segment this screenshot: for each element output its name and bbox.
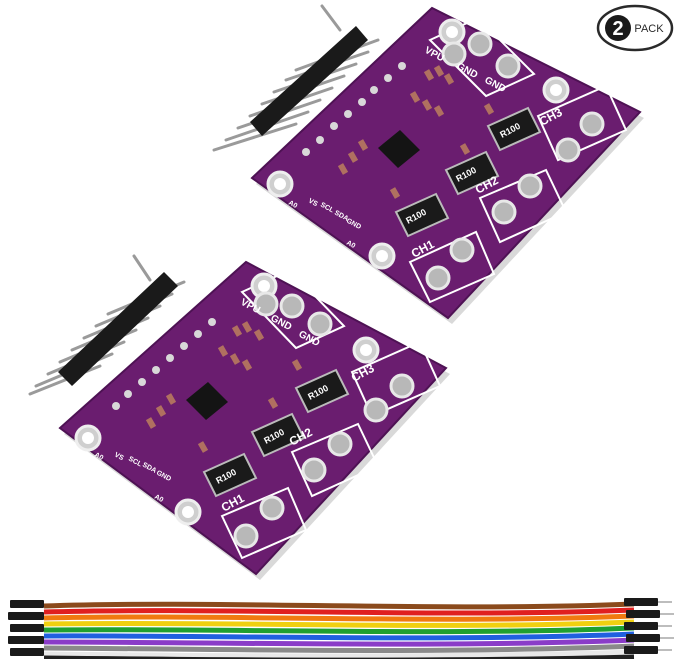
pack-badge: 2 PACK xyxy=(596,4,674,52)
bottom-shunt-resistors xyxy=(202,368,350,498)
bottom-board-pcb xyxy=(58,260,448,576)
bottom-label-a0: A0 xyxy=(93,452,104,462)
top-label-a0: A0 xyxy=(287,200,298,210)
top-board-pcb xyxy=(250,6,642,320)
bottom-board: VPU GND GND CH3 CH2 CH1 R100 R100 R100 A… xyxy=(58,260,450,580)
top-board: VPU GND GND CH3 CH2 CH1 R100 R100 R100 A… xyxy=(250,6,644,324)
top-shunt-resistors xyxy=(394,106,542,238)
jumper-wires xyxy=(8,598,674,659)
top-pin-header xyxy=(212,4,380,152)
bottom-power-pads xyxy=(253,291,333,337)
pack-unit: PACK xyxy=(634,23,664,35)
bottom-label-vs: VS xyxy=(113,452,125,463)
bottom-label-a0-bottom: A0 xyxy=(153,494,164,504)
top-chip xyxy=(378,130,420,168)
top-label-vs: VS xyxy=(307,198,319,209)
right-connectors xyxy=(624,598,674,654)
top-power-pads xyxy=(441,31,521,79)
pack-count: 2 xyxy=(612,18,623,40)
bottom-chip xyxy=(186,382,228,420)
top-label-a0-bottom: A0 xyxy=(345,240,356,250)
bottom-pin-header xyxy=(28,254,186,396)
left-connectors xyxy=(8,600,44,656)
